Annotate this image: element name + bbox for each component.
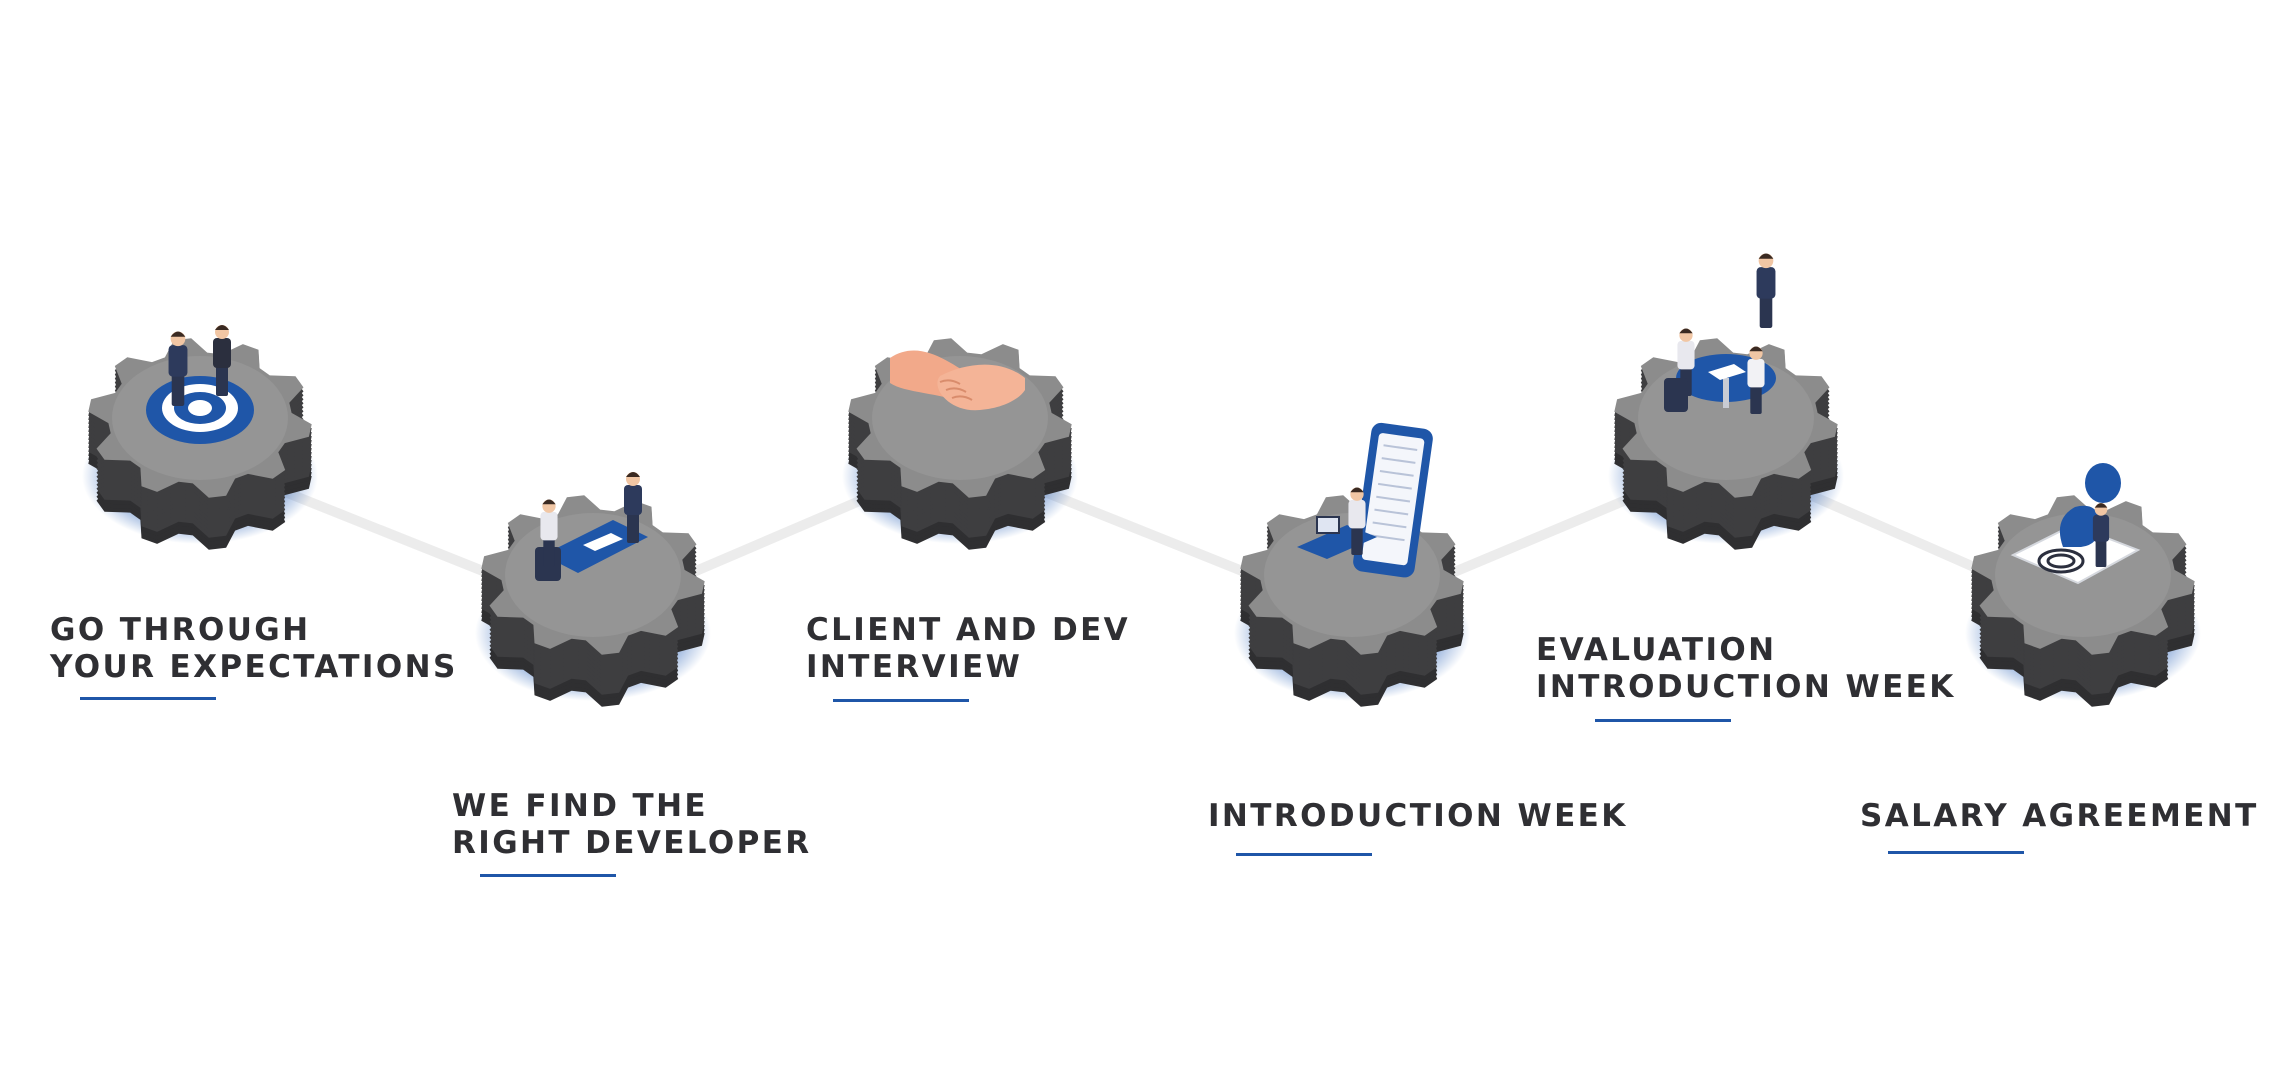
person-legs <box>1759 296 1773 328</box>
stamp-handle <box>2059 505 2101 547</box>
stamp-top <box>2085 463 2121 503</box>
person-torso <box>1756 267 1776 299</box>
person-torso <box>540 511 558 541</box>
step-label-line: SALARY AGREEMENT <box>1860 798 2259 834</box>
screen-line <box>1377 482 1412 490</box>
person-torso <box>1348 499 1366 529</box>
round-table-meeting-icon <box>1664 253 1776 414</box>
desk-papers <box>583 533 623 551</box>
person-hair <box>1758 253 1774 259</box>
target-meeting-icon <box>146 325 254 444</box>
stamp-mark <box>2046 553 2076 569</box>
person-hair <box>542 499 556 505</box>
gear-expectations <box>82 325 318 550</box>
screen-line <box>1370 534 1405 542</box>
person-hair <box>1679 328 1693 334</box>
person-figure <box>1348 487 1366 555</box>
step-label-line: RIGHT DEVELOPER <box>452 825 812 861</box>
person-legs <box>2095 540 2107 567</box>
step-label-line: EVALUATION <box>1536 632 1777 668</box>
gear-evaluation <box>1608 253 1844 550</box>
stamp-document-icon <box>2010 463 2141 585</box>
desk-meeting-icon <box>535 472 648 581</box>
finger-lines <box>939 379 973 401</box>
step-underline <box>833 699 969 702</box>
person-hair <box>626 472 640 477</box>
person-legs <box>627 513 639 543</box>
person-torso <box>1677 340 1695 370</box>
person-figure <box>2092 503 2110 567</box>
person-figure <box>1747 346 1765 414</box>
chair <box>1664 378 1688 412</box>
hand-right <box>937 364 1025 411</box>
person-figure <box>213 325 231 396</box>
screen-line <box>1379 470 1414 477</box>
step-label-find-developer: WE FIND THE RIGHT DEVELOPER <box>452 788 812 862</box>
person-torso <box>168 345 188 377</box>
table-papers <box>1708 364 1746 380</box>
step-label-line: INTRODUCTION WEEK <box>1208 798 1628 834</box>
step-label-salary: SALARY AGREEMENT <box>1860 798 2259 835</box>
gears <box>82 253 2201 707</box>
person-figure <box>540 499 558 567</box>
target-ring <box>188 400 212 416</box>
person-torso <box>1747 358 1765 388</box>
step-underline <box>1595 719 1731 722</box>
person-figure <box>1756 253 1776 328</box>
step-label-introduction-week: INTRODUCTION WEEK <box>1208 798 1628 835</box>
person-figure <box>168 331 188 406</box>
gear-find-developer <box>475 472 711 707</box>
person-hair <box>215 325 229 330</box>
person-legs <box>216 366 228 396</box>
step-label-line: YOUR EXPECTATIONS <box>50 649 458 685</box>
person-hair <box>1749 346 1763 352</box>
step-underline <box>80 697 216 700</box>
step-label-line: INTERVIEW <box>806 649 1023 685</box>
person-torso <box>213 338 231 368</box>
screen-line <box>1374 508 1409 516</box>
person-torso <box>624 485 642 515</box>
phone-workstation-icon <box>1297 422 1433 578</box>
step-label-line: INTRODUCTION WEEK <box>1536 669 1956 705</box>
step-underline <box>1888 851 2024 854</box>
person-legs <box>171 374 185 406</box>
stamp-mark <box>2037 548 2085 574</box>
person-figure <box>624 472 642 543</box>
person-hair <box>1350 487 1364 493</box>
gear-interview <box>842 338 1078 550</box>
gear-salary <box>1965 463 2201 707</box>
step-label-line: CLIENT AND DEV <box>806 612 1131 648</box>
laptop-icon <box>1316 516 1340 534</box>
step-label-interview: CLIENT AND DEV INTERVIEW <box>806 612 1130 686</box>
table-leg <box>1723 378 1729 408</box>
step-label-expectations: GO THROUGH YOUR EXPECTATIONS <box>50 612 458 686</box>
person-torso <box>2092 514 2110 542</box>
step-underline <box>1236 853 1372 856</box>
step-underline <box>480 874 616 877</box>
handshake-icon <box>890 350 1025 411</box>
screen-line <box>1372 521 1407 529</box>
step-label-line: WE FIND THE <box>452 788 709 824</box>
step-label-line: GO THROUGH <box>50 612 311 648</box>
person-hair <box>170 331 186 337</box>
person-legs <box>543 538 555 567</box>
gear-introduction-week <box>1234 422 1470 707</box>
person-legs <box>1750 385 1762 414</box>
screen-line <box>1376 495 1411 503</box>
person-hair <box>2094 503 2108 508</box>
step-label-evaluation: EVALUATION INTRODUCTION WEEK <box>1536 632 1956 706</box>
screen-line <box>1381 457 1416 464</box>
screen-line <box>1383 444 1418 452</box>
person-legs <box>1351 526 1363 555</box>
